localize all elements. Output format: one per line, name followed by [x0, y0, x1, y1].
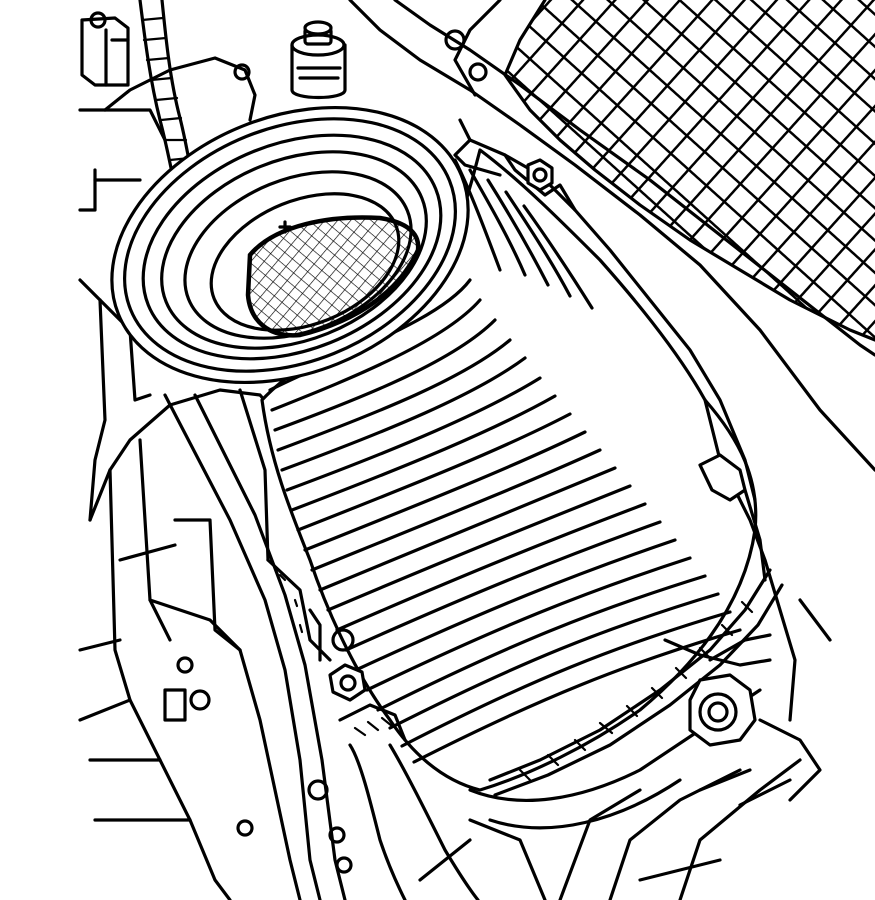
mounting-bolt: [290, 20, 347, 100]
mounting-bolt: [444, 29, 554, 192]
mounting-bolt: [688, 673, 757, 747]
hose-clamp: [308, 608, 480, 900]
clamp-teeth: [518, 600, 754, 782]
duct-ribs: [268, 158, 742, 764]
duct-clamp: [453, 118, 784, 797]
air-intake-duct: [260, 148, 797, 830]
left-engine-components: [78, 0, 353, 900]
lower-right-components: [418, 598, 832, 900]
sensor-connector: [80, 11, 130, 87]
